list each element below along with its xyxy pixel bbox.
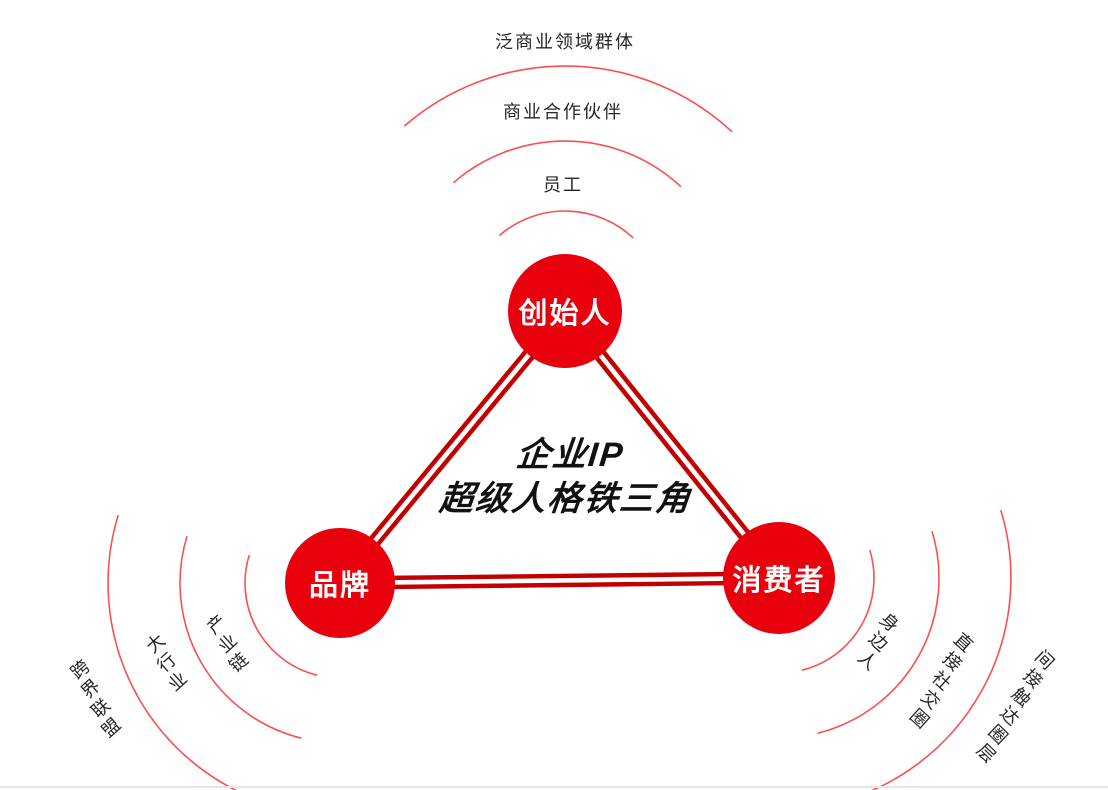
brand-node-circle — [285, 528, 395, 638]
founder-ring-arc-3 — [403, 65, 733, 133]
node-label-brand: 品牌 — [308, 570, 372, 602]
consumer-ring-arc-1 — [801, 549, 875, 671]
diagram-title: 企业IP 超级人格铁三角 — [437, 433, 698, 521]
node-label-consumer: 消费者 — [732, 565, 826, 597]
brand-ring-arc-1 — [244, 554, 318, 676]
brand-ring-arc-2 — [179, 535, 302, 739]
founder-ring-arc-2 — [452, 140, 682, 188]
brand-ring-arc-3 — [107, 514, 238, 790]
founder-ring-label-3: 泛商业领域群体 — [495, 32, 635, 52]
edge-founder-brand-gap — [338, 309, 567, 585]
founder-ring-arc-1 — [498, 210, 634, 239]
page-bottom-divider — [0, 786, 1108, 788]
founder-node-circle — [508, 254, 622, 368]
founder-ring-label-2: 商业合作伙伴 — [503, 102, 623, 122]
consumer-ring-arc-3 — [871, 509, 1012, 790]
diagram-title-line2: 超级人格铁三角 — [437, 480, 694, 518]
diagram-title-line1: 企业IP — [514, 436, 627, 474]
edge-founder-consumer-gap — [563, 309, 781, 580]
node-label-founder: 创始人 — [518, 298, 612, 330]
consumer-node-circle — [723, 522, 835, 634]
edge-brand-consumer-gap — [339, 575, 780, 586]
founder-ring-label-1: 员工 — [543, 175, 583, 195]
consumer-ring-arc-2 — [817, 530, 940, 734]
